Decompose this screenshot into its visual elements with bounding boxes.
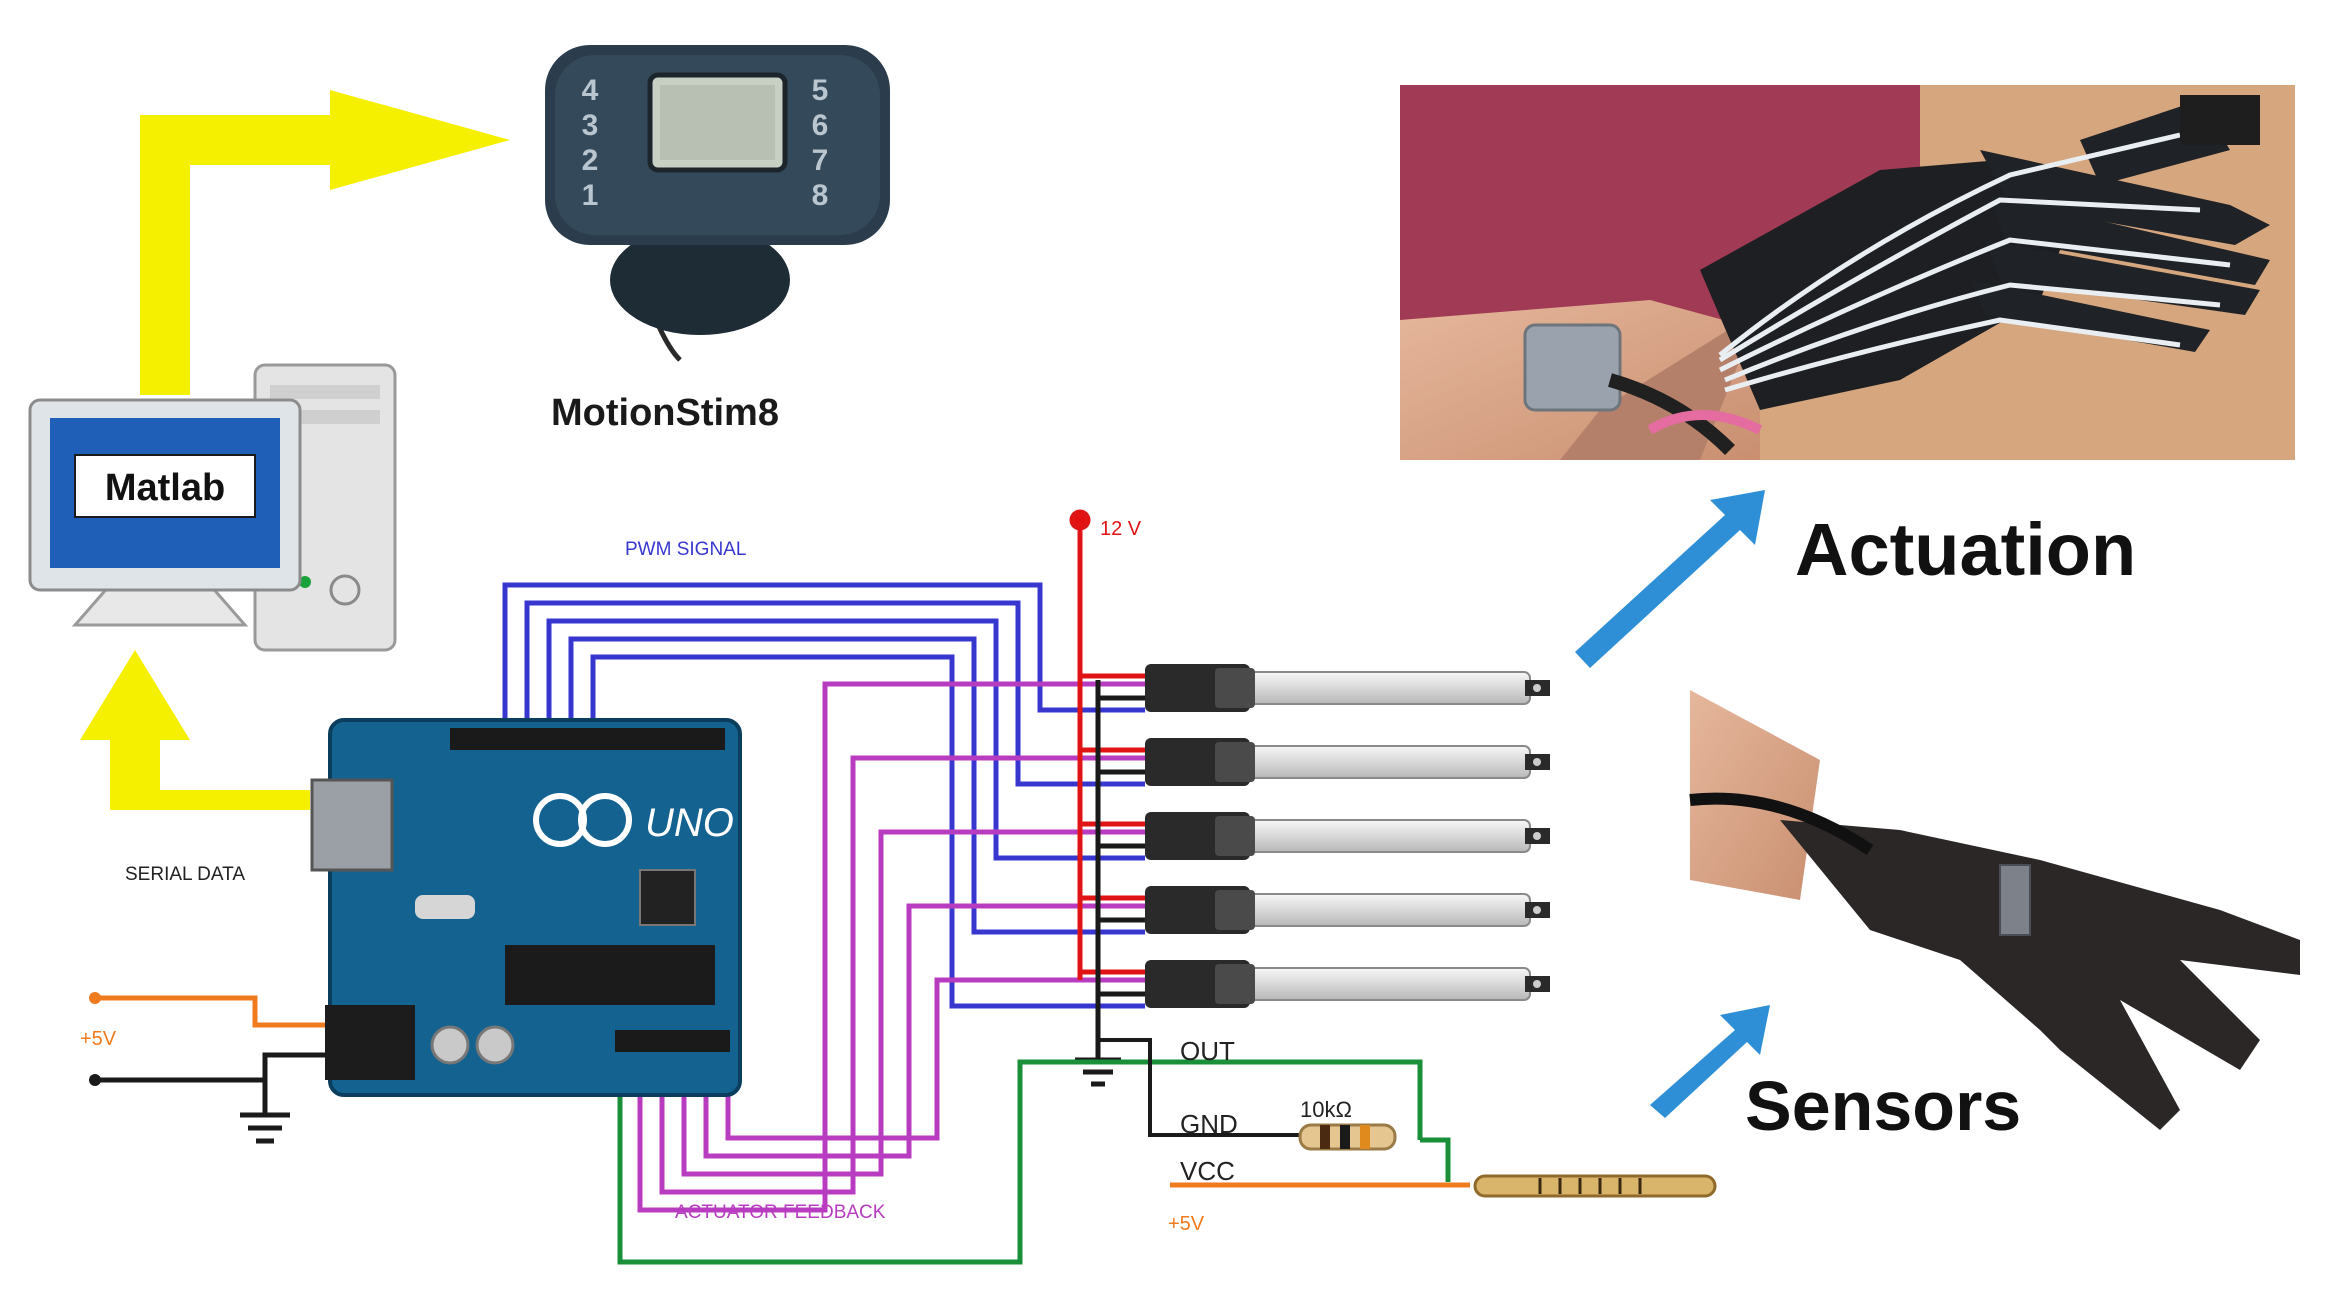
- serial-data-label: SERIAL DATA: [125, 864, 245, 885]
- linear-actuator: [1145, 738, 1550, 786]
- pwm-wire: [590, 654, 1145, 1009]
- vcc-label: VCC: [1180, 1156, 1235, 1186]
- v12-label: 12 V: [1100, 518, 1142, 540]
- glove-photo: [1400, 85, 2295, 460]
- sensors-label: Sensors: [1745, 1067, 2021, 1145]
- stimulator-key-label: 3: [582, 109, 599, 142]
- pwm-signal-wires: [502, 582, 1145, 1009]
- left-supply-wire: [89, 992, 340, 1115]
- pwm-wire: [546, 618, 1145, 861]
- linear-actuator: [1145, 960, 1550, 1008]
- stimulator-key-label: 7: [812, 144, 829, 177]
- linear-actuator: [1145, 664, 1550, 712]
- gnd-label: GND: [1180, 1109, 1238, 1139]
- pwm-signal-label: PWM SIGNAL: [625, 539, 746, 560]
- matlab-label: Matlab: [105, 467, 225, 509]
- sensor-output-wire: [617, 1059, 1451, 1265]
- feedback-wire: [725, 977, 1145, 1141]
- flex-sensor-icon: [1473, 1174, 1717, 1198]
- feedback-wire: [703, 903, 1145, 1159]
- v5-left-label: +5V: [80, 1028, 117, 1050]
- stimulator-key-label: 4: [582, 74, 599, 107]
- pwm-wire: [568, 636, 1145, 935]
- desktop-computer-icon: Matlab: [28, 363, 397, 652]
- pwm-wire: [502, 582, 1145, 740]
- sensor-glove-photo: [1689, 690, 2300, 1130]
- stimulator-key-label: 1: [582, 179, 599, 212]
- actuation-label: Actuation: [1795, 508, 2136, 591]
- stimulator-key-label: 8: [812, 179, 829, 212]
- feedback-wire: [659, 755, 1145, 1195]
- linear-actuator-icon: [1145, 664, 1550, 1008]
- linear-actuator: [1145, 812, 1550, 860]
- v5-right-label: +5V: [1168, 1213, 1205, 1235]
- feedback-wire: [681, 829, 1145, 1177]
- stimulator-key-label: 2: [582, 144, 599, 177]
- arduino-logo-text: UNO: [645, 801, 734, 845]
- ground-symbol-icon: [240, 1112, 290, 1144]
- resistor-label: 10kΩ: [1300, 1097, 1352, 1122]
- stimulator-key-label: 6: [812, 109, 829, 142]
- actuator-feedback-wires: [637, 681, 1145, 1213]
- serial-data-arrow: [80, 650, 310, 810]
- matlab-to-stimulator-arrow: [140, 90, 510, 395]
- actuator-feedback-label: ACTUATOR FEEDBACK: [675, 1202, 886, 1223]
- motionstim-label: MotionStim8: [551, 392, 779, 434]
- out-label: OUT: [1180, 1036, 1235, 1066]
- power-12v-rail: [1069, 509, 1091, 980]
- linear-actuator: [1145, 886, 1550, 934]
- resistor-icon: [1298, 1123, 1397, 1151]
- pwm-wire: [524, 600, 1145, 787]
- stimulator-key-label: 5: [812, 74, 829, 107]
- feedback-wire: [637, 681, 1145, 1213]
- actuation-arrow: [1575, 490, 1765, 668]
- arduino-board-icon: UNO: [310, 718, 742, 1097]
- sensors-arrow: [1650, 1005, 1770, 1118]
